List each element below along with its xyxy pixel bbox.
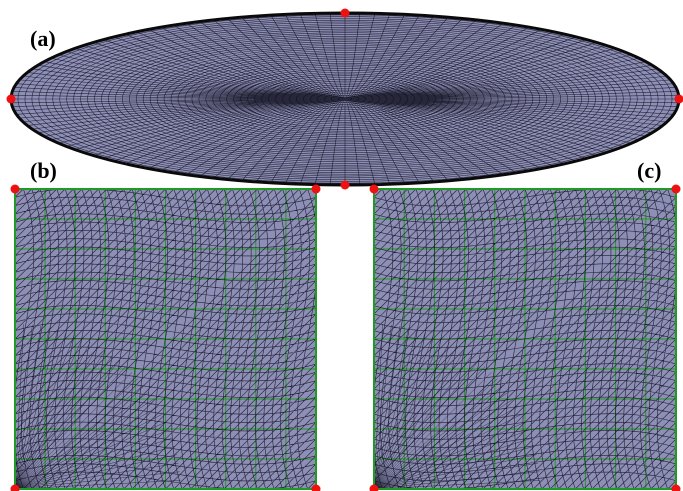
corner-fan	[15, 324, 181, 489]
corner-marker	[10, 184, 20, 194]
ellipse-spokes	[11, 13, 679, 185]
mesh-curves	[15, 189, 316, 489]
square-b-boundary	[14, 188, 317, 490]
square-b-mesh-lines	[15, 189, 316, 489]
mesh-curves	[374, 189, 676, 489]
corner-marker	[369, 484, 379, 491]
corner-marker	[311, 484, 321, 491]
corner-marker	[6, 94, 16, 104]
ellipse-mesh-lines	[11, 13, 679, 185]
corner-fan	[374, 324, 541, 489]
corner-markers	[6, 8, 683, 491]
square-c-mesh-lines	[374, 189, 676, 489]
corner-marker	[674, 94, 683, 104]
corner-marker	[369, 184, 379, 194]
corner-marker	[340, 8, 350, 18]
ellipse-mesh	[9, 11, 681, 187]
panel-label-b: (b)	[30, 158, 57, 183]
corner-marker	[10, 484, 20, 491]
square-mesh-c	[373, 188, 677, 490]
square-c-boundary	[373, 188, 677, 490]
panel-label-a: (a)	[30, 26, 56, 51]
corner-marker	[340, 180, 350, 190]
corner-marker	[671, 484, 681, 491]
panel-label-c: (c)	[637, 158, 662, 183]
corner-marker	[671, 184, 681, 194]
corner-marker	[311, 184, 321, 194]
square-mesh-b	[14, 188, 317, 490]
